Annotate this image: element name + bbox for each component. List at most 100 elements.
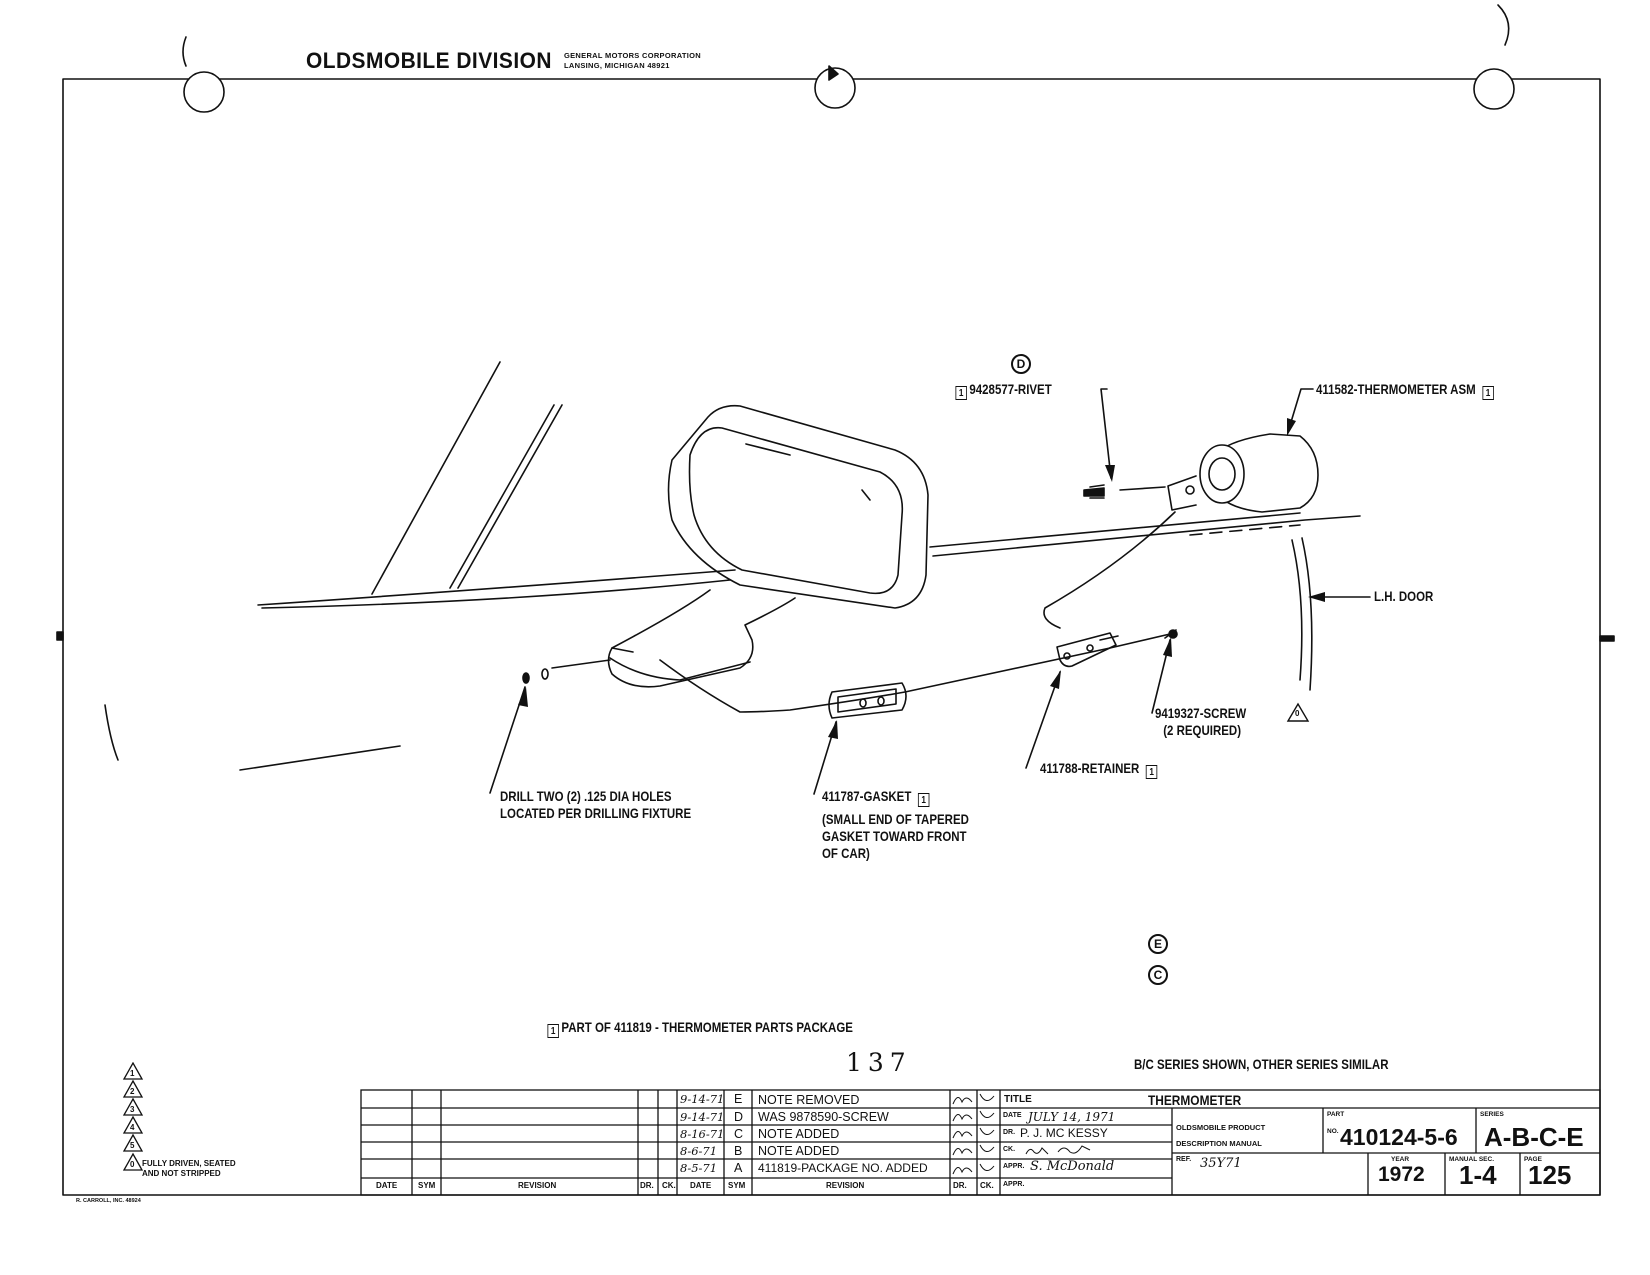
leader-retainer bbox=[1025, 671, 1061, 769]
checker-signature bbox=[1025, 1145, 1091, 1155]
revision-marker-d: D bbox=[1011, 354, 1031, 374]
drafter-initials-scribbles bbox=[952, 1093, 995, 1175]
retainer-shape bbox=[1056, 632, 1117, 668]
punch-hole-left bbox=[183, 71, 225, 113]
rev-row-sym: A bbox=[734, 1161, 743, 1175]
thermometer-asm-label: 411582-THERMOMETER ASM bbox=[1316, 381, 1476, 397]
binder-mark-right bbox=[1497, 4, 1510, 46]
arrowhead-retainer bbox=[1050, 670, 1061, 689]
mirror-glare-2 bbox=[861, 489, 871, 501]
rev-row-text: NOTE ADDED bbox=[758, 1127, 840, 1141]
rivet-label: 9428577-RIVET bbox=[969, 381, 1052, 397]
gasket-shape bbox=[828, 682, 907, 719]
rev-header-date-left: DATE bbox=[376, 1181, 398, 1190]
thermometer-bracket bbox=[1167, 475, 1197, 511]
series-label: SERIES bbox=[1480, 1111, 1504, 1118]
manual-section-label: MANUAL SEC. bbox=[1449, 1156, 1495, 1163]
door-edge-line-1 bbox=[1291, 539, 1303, 681]
rev-header-ck: CK. bbox=[980, 1181, 994, 1190]
rev-row-date: 8-5-71 bbox=[680, 1161, 718, 1175]
rev-row-sym: E bbox=[734, 1092, 743, 1106]
rev-header-sym: SYM bbox=[728, 1181, 746, 1190]
flag-1: 1 bbox=[130, 1069, 135, 1078]
screw-callout: 9419327-SCREW (2 REQUIRED) bbox=[1155, 705, 1246, 739]
bracket-tab bbox=[1119, 486, 1166, 491]
drill-line-guide bbox=[551, 659, 611, 669]
rev-row-date: 9-14-71 bbox=[680, 1110, 725, 1124]
flag-2: 2 bbox=[130, 1087, 135, 1096]
rev-row-text: NOTE ADDED bbox=[758, 1144, 840, 1158]
rev-row-sym: B bbox=[734, 1144, 743, 1158]
package-box-symbol: 1 bbox=[1482, 386, 1494, 400]
drill-callout: DRILL TWO (2) .125 DIA HOLES LOCATED PER… bbox=[500, 788, 691, 822]
edge-mark-left bbox=[56, 631, 64, 641]
title-label: TITLE bbox=[1004, 1094, 1032, 1105]
series-note: B/C SERIES SHOWN, OTHER SERIES SIMILAR bbox=[1134, 1056, 1389, 1072]
arrowhead-door bbox=[1308, 592, 1325, 602]
thermometer-body bbox=[1211, 433, 1319, 513]
mirror-base-edge-2 bbox=[611, 647, 634, 653]
rev-row-sym: D bbox=[734, 1110, 744, 1124]
arrowhead-gasket bbox=[828, 720, 838, 739]
approved-by-2-label: APPR. bbox=[1003, 1181, 1025, 1188]
rev-row-date: 9-14-71 bbox=[680, 1092, 725, 1106]
page-label: PAGE bbox=[1524, 1156, 1542, 1163]
part-no-label: NO. bbox=[1327, 1128, 1339, 1135]
screw-quantity-note: (2 REQUIRED) bbox=[1163, 722, 1242, 738]
package-box-symbol: 1 bbox=[955, 386, 967, 400]
drawing-date: JULY 14, 1971 bbox=[1028, 1110, 1116, 1124]
thermometer-wire-upper bbox=[1043, 511, 1176, 629]
screw-label: 9419327-SCREW bbox=[1155, 705, 1247, 721]
gasket-note-line-3: OF CAR) bbox=[822, 845, 870, 861]
corporation-address: GENERAL MOTORS CORPORATION LANSING, MICH… bbox=[564, 51, 701, 71]
arrowhead-drill bbox=[518, 687, 528, 707]
ref-value: 35Y71 bbox=[1200, 1156, 1242, 1171]
gasket-inner bbox=[837, 688, 897, 713]
page-value: 125 bbox=[1528, 1160, 1572, 1190]
flag-3: 3 bbox=[130, 1105, 135, 1114]
flag-5: 5 bbox=[130, 1141, 135, 1150]
thermometer-bracket-hole bbox=[1185, 485, 1195, 495]
drill-hole-2 bbox=[541, 668, 549, 680]
manual-name-line-1: OLDSMOBILE PRODUCT bbox=[1176, 1123, 1266, 1132]
rev-header-revision-left: REVISION bbox=[518, 1181, 557, 1190]
manual-section-value: 1-4 bbox=[1459, 1160, 1497, 1190]
rev-header-revision: REVISION bbox=[826, 1181, 865, 1190]
drawing-title: THERMOMETER bbox=[1148, 1092, 1242, 1108]
retainer-hole-2 bbox=[1086, 644, 1094, 652]
rev-header-dr-left: DR. bbox=[640, 1181, 654, 1190]
rev-header-date: DATE bbox=[690, 1181, 712, 1190]
drill-hole-1 bbox=[522, 672, 530, 684]
revision-marker-e: E bbox=[1148, 934, 1168, 954]
leader-thermometer bbox=[1287, 388, 1314, 433]
package-box-symbol: 1 bbox=[1145, 765, 1158, 779]
revision-marker-c: C bbox=[1148, 965, 1168, 985]
rev-row-text: NOTE REMOVED bbox=[758, 1093, 860, 1107]
door-label: L.H. DOOR bbox=[1374, 588, 1434, 604]
thermometer-callout: 411582-THERMOMETER ASM 1 bbox=[1316, 381, 1496, 400]
mirror-base bbox=[607, 589, 796, 688]
drawn-by: P. J. MC KESSY bbox=[1020, 1126, 1108, 1140]
checked-by-label: CK. bbox=[1003, 1146, 1016, 1153]
rev-header-sym-left: SYM bbox=[418, 1181, 436, 1190]
gasket-hole-1 bbox=[859, 698, 867, 708]
series-value: A-B-C-E bbox=[1484, 1122, 1584, 1152]
edge-mark-right bbox=[1599, 635, 1615, 642]
rev-row-text: 411819-PACKAGE NO. ADDED bbox=[758, 1161, 928, 1175]
manual-name: OLDSMOBILE PRODUCT DESCRIPTION MANUAL bbox=[1176, 1120, 1265, 1152]
thermometer-wire-lower bbox=[659, 633, 1171, 713]
drill-note-line-1: DRILL TWO (2) .125 DIA HOLES bbox=[500, 788, 672, 804]
door-upper-line bbox=[257, 569, 736, 606]
package-box-symbol: 1 bbox=[917, 793, 930, 807]
printer-credit: R. CARROLL, INC. 48924 bbox=[76, 1198, 141, 1204]
punch-hole-right bbox=[1473, 68, 1515, 110]
flag-0-note: FULLY DRIVEN, SEATED AND NOT STRIPPED bbox=[142, 1159, 236, 1179]
rev-row-text: WAS 9878590-SCREW bbox=[758, 1110, 889, 1124]
rev-header-dr: DR. bbox=[953, 1181, 967, 1190]
window-frame-line-3 bbox=[457, 404, 563, 589]
thermometer-dial bbox=[1199, 444, 1245, 504]
